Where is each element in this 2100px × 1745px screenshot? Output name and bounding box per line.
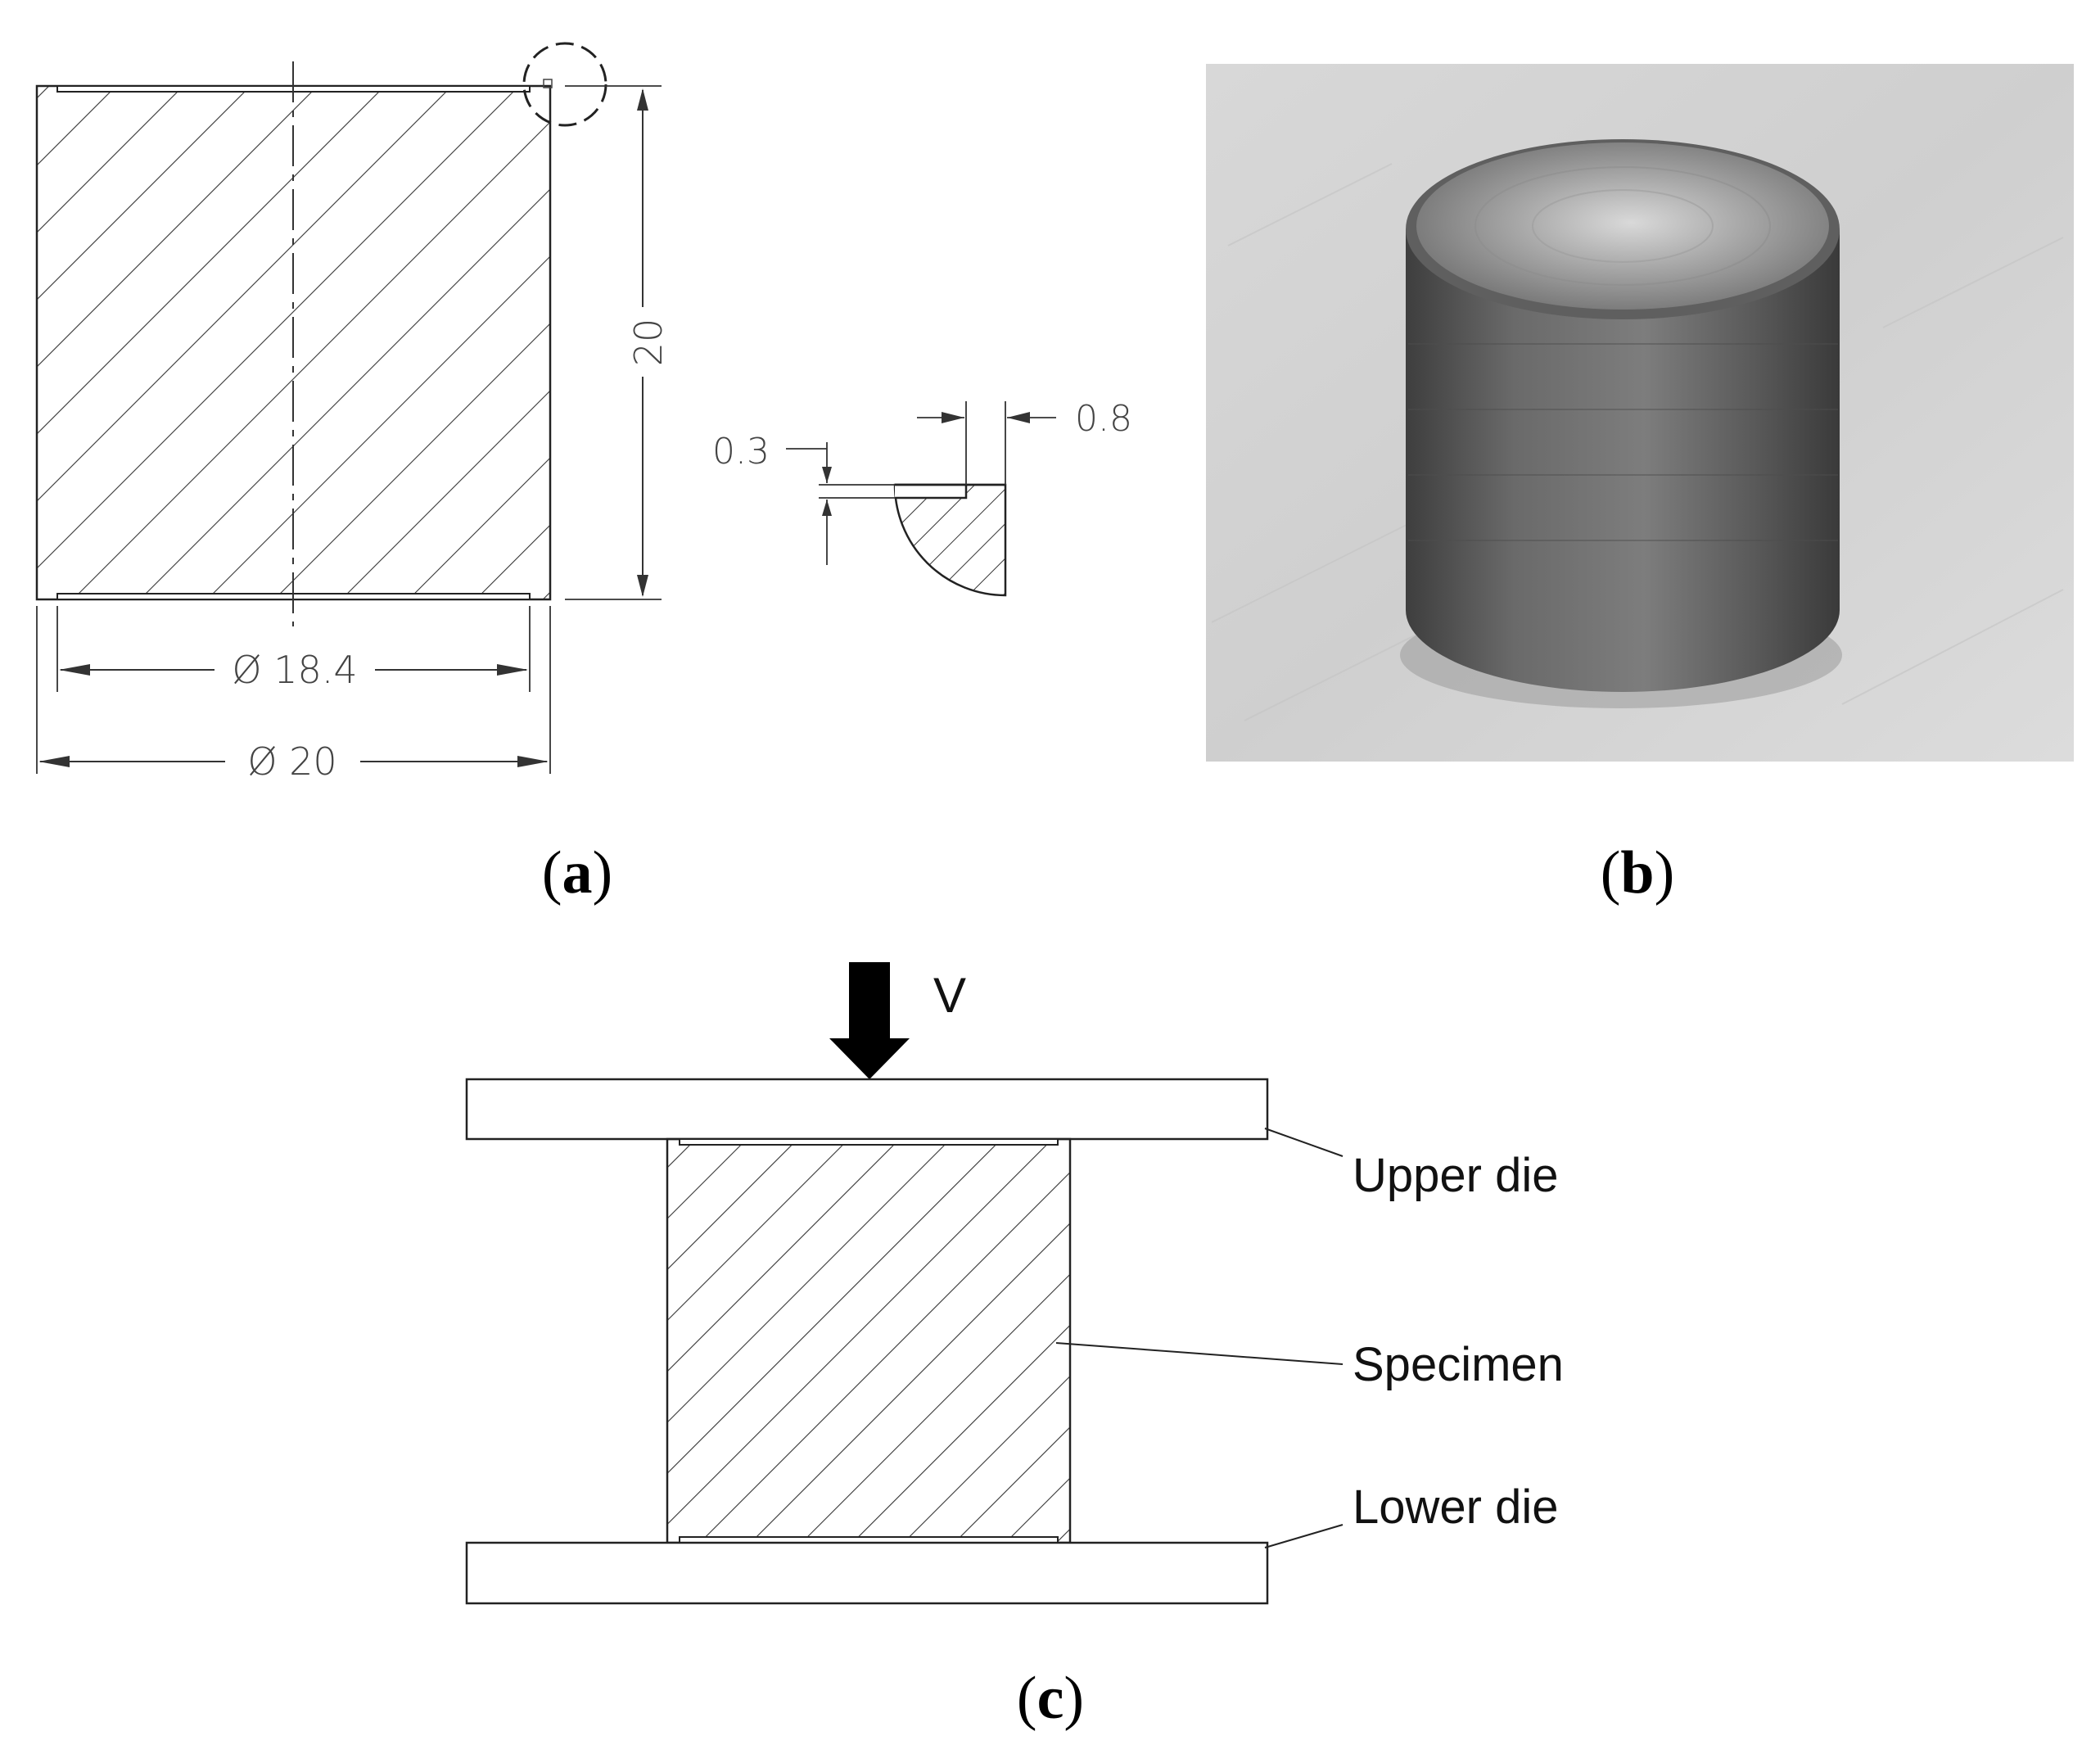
inner-diameter-dimension: Ø 18.4: [232, 648, 357, 692]
upper-die: [465, 1078, 1269, 1141]
velocity-arrow: [829, 962, 910, 1079]
panel-a-technical-drawing: 20 Ø 18.4 Ø 20 0.3: [35, 42, 1132, 906]
panel-b-photo: (b): [1206, 64, 2074, 906]
detail-circle: [522, 42, 607, 127]
cylinder-specimen-photo: [1406, 139, 1840, 692]
specimen-label: Specimen: [1353, 1338, 1564, 1391]
caption-b: b: [1620, 839, 1654, 906]
groove-width-dimension: 0.8: [1075, 398, 1132, 440]
outer-diameter-dimension: Ø 20: [247, 739, 336, 784]
specimen-hatch: [666, 1137, 1072, 1544]
svg-text:(a): (a): [542, 839, 612, 906]
detail-view: 0.3 0.8: [712, 398, 1132, 597]
lower-die-label: Lower die: [1353, 1481, 1558, 1534]
height-dimension: 20: [626, 319, 671, 367]
caption-a: a: [562, 839, 593, 906]
upper-die-label: Upper die: [1353, 1149, 1558, 1202]
panel-c-compression-setup: V Upper die Specimen Lower die (c): [465, 962, 1564, 1732]
groove-depth-dimension: 0.3: [712, 431, 770, 472]
svg-text:(b): (b): [1601, 839, 1674, 906]
lower-die: [465, 1541, 1269, 1605]
caption-c: c: [1037, 1665, 1064, 1732]
svg-text:(c): (c): [1017, 1665, 1084, 1732]
velocity-label: V: [933, 968, 966, 1023]
